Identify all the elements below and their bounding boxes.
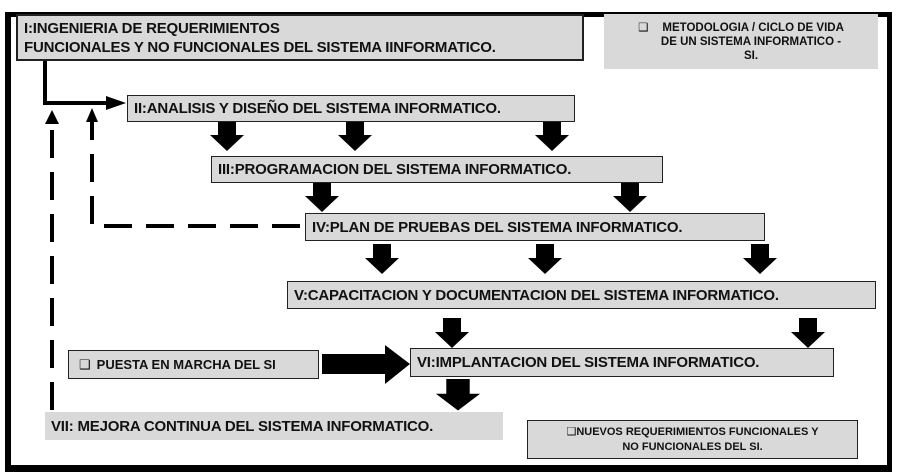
stage-6-label: VI:IMPLANTACION DEL SISTEMA INFORMATICO.	[417, 354, 760, 371]
down-arrow-icon	[338, 121, 372, 151]
stage-5-box: V:CAPACITACION Y DOCUMENTACION DEL SISTE…	[287, 281, 876, 309]
stage-5-label: V:CAPACITACION Y DOCUMENTACION DEL SISTE…	[294, 286, 779, 304]
right-arrow-icon	[322, 345, 410, 384]
down-arrow-icon	[528, 244, 562, 274]
stage-2-label: II:ANALISIS Y DISEÑO DEL SISTEMA INFORMA…	[134, 100, 501, 117]
down-arrow-icon	[743, 244, 777, 274]
stage-2-box: II:ANALISIS Y DISEÑO DEL SISTEMA INFORMA…	[127, 95, 575, 122]
stage-3-label: III:PROGRAMACION DEL SISTEMA INFORMATICO…	[218, 161, 572, 178]
down-arrow-icon	[613, 182, 647, 212]
stage-7-label: VII: MEJORA CONTINUA DEL SISTEMA INFORMA…	[51, 417, 434, 435]
nuevos-line2: NO FUNCIONALES DEL SI.	[622, 440, 763, 453]
puesta-label: PUESTA EN MARCHA DEL SI	[96, 357, 276, 372]
stage-6-box: VI:IMPLANTACION DEL SISTEMA INFORMATICO.	[410, 348, 834, 377]
title-line3: SI.	[743, 49, 759, 62]
stage-1-line2: FUNCIONALES Y NO FUNCIONALES DEL SISTEMA…	[24, 38, 496, 56]
title-line1: METODOLOGIA / CICLO DE VIDA	[662, 21, 844, 34]
stage-4-label: IV:PLAN DE PRUEBAS DEL SISTEMA INFORMATI…	[312, 218, 683, 236]
arrowhead-up-icon	[45, 110, 59, 124]
down-arrow-icon	[305, 182, 339, 212]
bullet-icon: ❑	[566, 425, 577, 438]
nuevos-note-box: ❑NUEVOS REQUERIMIENTOS FUNCIONALES Y NO …	[527, 420, 858, 459]
stage-3-box: III:PROGRAMACION DEL SISTEMA INFORMATICO…	[211, 156, 663, 183]
bullet-icon: ❑	[638, 21, 649, 34]
down-arrow-icon	[791, 318, 825, 348]
stage-1-line1: I:INGENIERIA DE REQUERIMIENTOS	[24, 19, 280, 37]
nuevos-line1: NUEVOS REQUERIMIENTOS FUNCIONALES Y	[576, 425, 819, 438]
down-arrow-icon	[535, 121, 569, 151]
down-arrow-icon	[365, 244, 399, 274]
title-line2: DE UN SISTEMA INFORMATICO -	[660, 35, 842, 48]
connector-i-to-ii	[43, 60, 108, 105]
bullet-icon: ❑	[79, 356, 91, 372]
down-arrow-icon	[210, 121, 244, 151]
title-box: ❑ METODOLOGIA / CICLO DE VIDA DE UN SISTE…	[604, 14, 878, 69]
down-arrow-icon	[435, 379, 481, 411]
stage-7-box: VII: MEJORA CONTINUA DEL SISTEMA INFORMA…	[45, 412, 503, 440]
stage-1-box: I:INGENIERIA DE REQUERIMIENTOS FUNCIONAL…	[16, 14, 584, 61]
stage-4-box: IV:PLAN DE PRUEBAS DEL SISTEMA INFORMATI…	[305, 213, 765, 241]
arrowhead-right-icon	[106, 96, 126, 110]
arrowhead-up-icon	[86, 108, 98, 122]
feedback-line-iv	[90, 120, 300, 228]
down-arrow-icon	[435, 318, 469, 348]
puesta-note-box: ❑ PUESTA EN MARCHA DEL SI	[68, 350, 319, 379]
